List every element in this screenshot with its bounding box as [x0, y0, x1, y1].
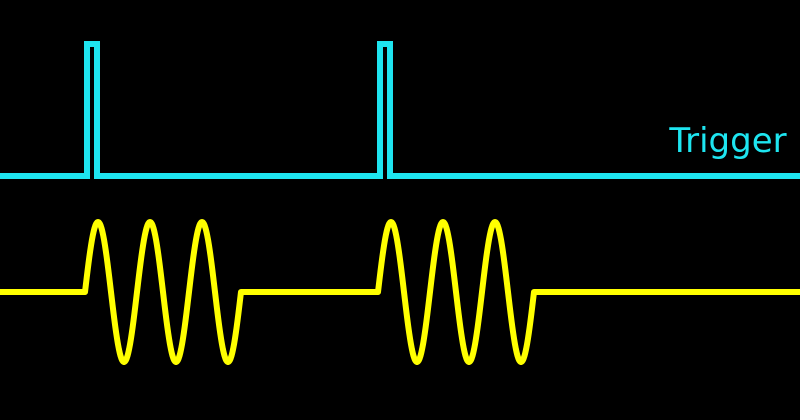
trigger-label: Trigger: [668, 121, 786, 161]
trigger-trace: [0, 41, 800, 179]
burst-trace: [0, 219, 800, 365]
